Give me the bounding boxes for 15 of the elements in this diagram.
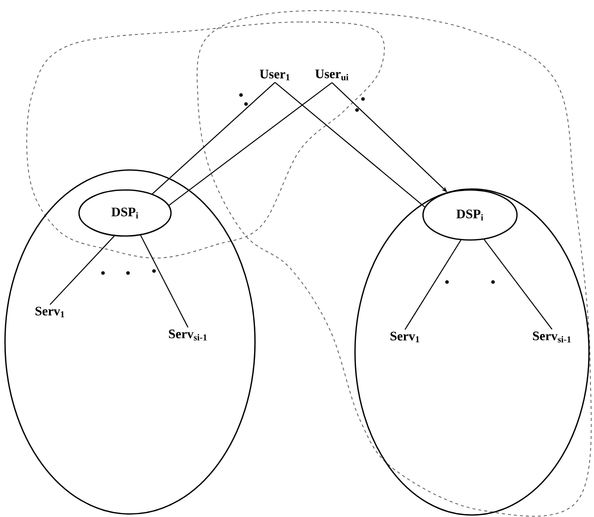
connector-line — [484, 239, 552, 330]
node-label: User$_{1}$ — [260, 70, 290, 80]
node-label: Serv$_{si-1}$ — [168, 330, 207, 340]
node-label: Serv$_{1}$ — [390, 332, 420, 342]
connector-line — [168, 82, 332, 206]
domain-ellipse — [4, 169, 256, 515]
connector-line — [50, 236, 115, 306]
node-label: Serv$_{si-1}$ — [532, 332, 571, 342]
connector-line — [404, 240, 462, 330]
connector-line — [274, 82, 426, 208]
node-label: User$_{ui}$ — [315, 70, 348, 80]
connector-line — [140, 234, 188, 328]
connector-line — [152, 82, 276, 194]
domain-ellipse — [354, 188, 590, 516]
node-label: Serv$_{1}$ — [36, 306, 64, 318]
